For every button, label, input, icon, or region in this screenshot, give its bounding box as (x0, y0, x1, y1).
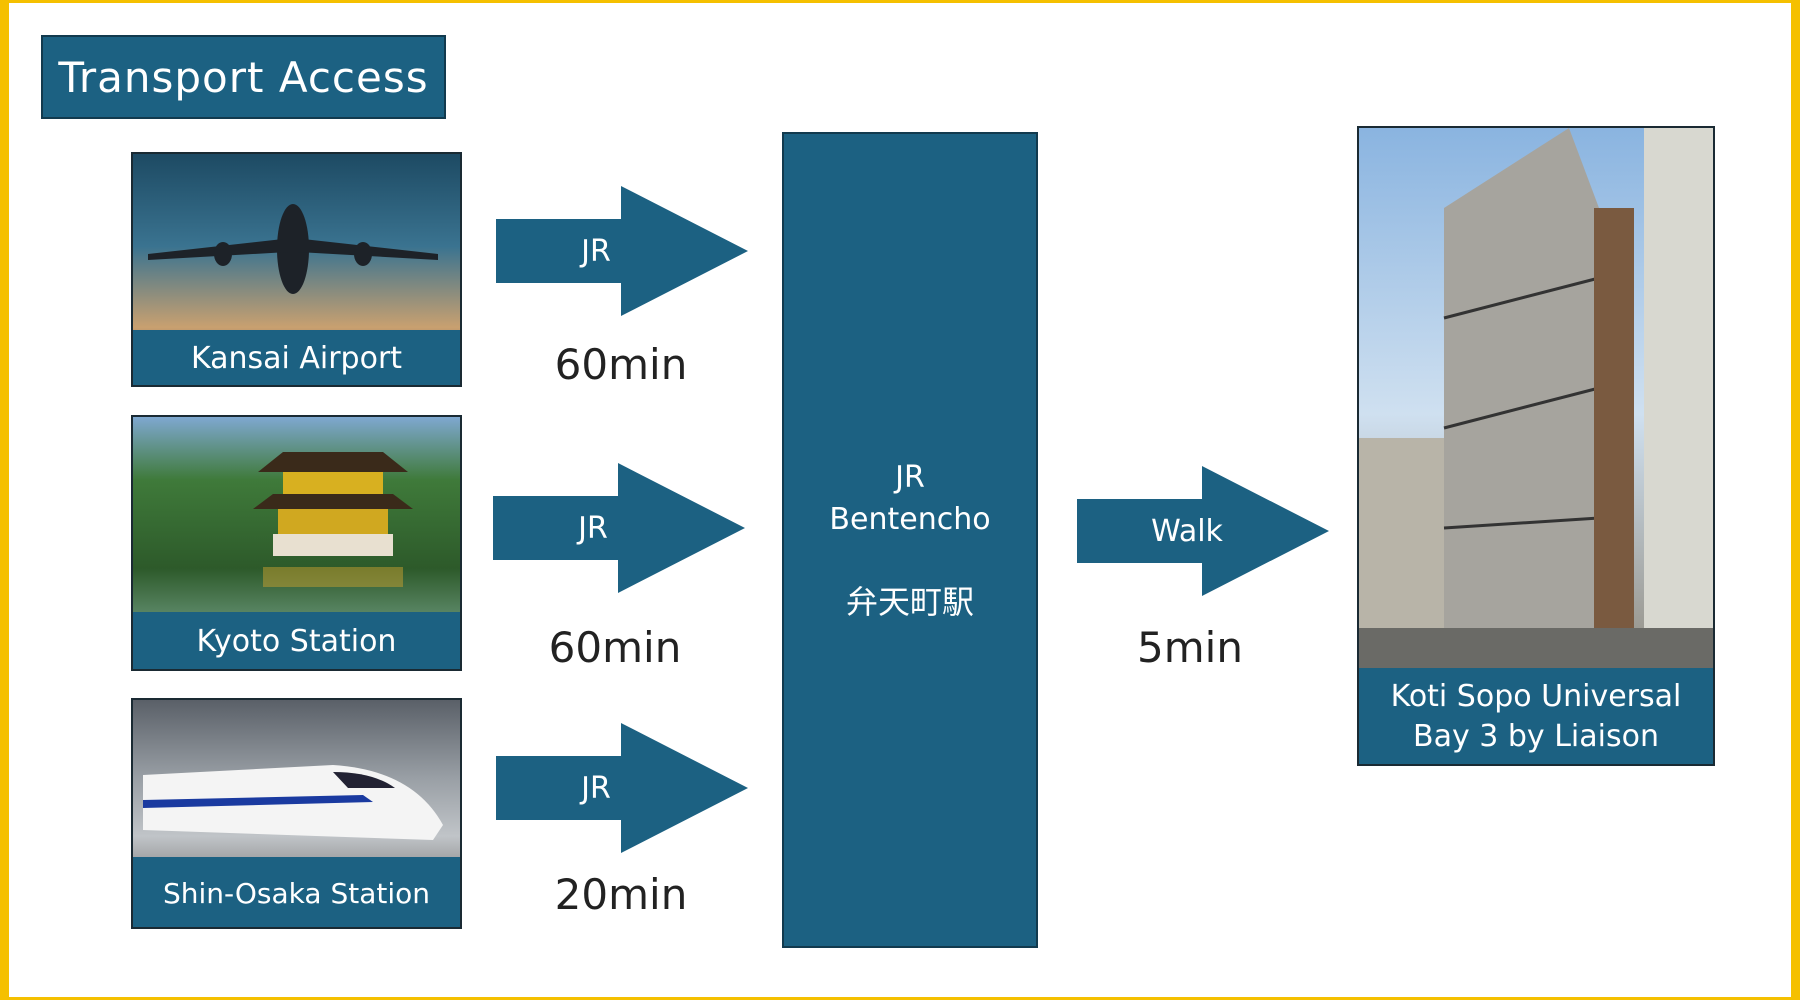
arrow-right-icon (493, 463, 745, 593)
jr-arrow-kansai: JR (496, 186, 748, 316)
hub-station-box: JR Bentencho 弁天町駅 (782, 132, 1038, 948)
hub-name: Bentencho (829, 502, 991, 537)
hub-japanese-name: 弁天町駅 (845, 583, 974, 621)
destination-label: Koti Sopo Universal Bay 3 by Liaison (1359, 668, 1713, 764)
page-title: Transport Access (41, 35, 446, 119)
arrow-label: JR (581, 770, 611, 806)
golden-pavilion-icon (253, 452, 413, 587)
travel-time-kyoto: 60min (548, 623, 682, 672)
arrow-right-icon (496, 186, 748, 316)
jr-arrow-kyoto: JR (493, 463, 745, 593)
origin-label-kyoto: Kyoto Station (133, 612, 460, 669)
destination-name-line2: Bay 3 by Liaison (1413, 719, 1659, 754)
arrow-label: Walk (1151, 513, 1223, 549)
airplane-icon (148, 204, 438, 294)
arrow-right-icon (1077, 466, 1329, 596)
travel-time-shin-osaka: 20min (554, 870, 688, 919)
jr-arrow-shin-osaka: JR (496, 723, 748, 853)
walk-arrow: Walk (1077, 466, 1329, 596)
destination-photo: Koti Sopo Universal Bay 3 by Liaison (1357, 126, 1715, 766)
origin-label-shin-osaka: Shin-Osaka Station (133, 857, 460, 927)
origin-label-kansai: Kansai Airport (133, 330, 460, 385)
walk-time: 5min (1137, 623, 1243, 672)
shin-osaka-station-photo: Shin-Osaka Station (131, 698, 462, 929)
arrow-label: JR (578, 510, 608, 546)
arrow-right-icon (496, 723, 748, 853)
arrow-label: JR (581, 233, 611, 269)
building-icon (1359, 128, 1713, 668)
travel-time-kansai: 60min (554, 340, 688, 389)
shinkansen-icon (143, 765, 443, 840)
slide: Transport Access Kansai Airport Kyoto St… (9, 3, 1791, 997)
kansai-airport-photo: Kansai Airport (131, 152, 462, 387)
destination-name-line1: Koti Sopo Universal (1390, 679, 1682, 714)
kyoto-station-photo: Kyoto Station (131, 415, 462, 671)
hub-line: JR (895, 460, 925, 495)
